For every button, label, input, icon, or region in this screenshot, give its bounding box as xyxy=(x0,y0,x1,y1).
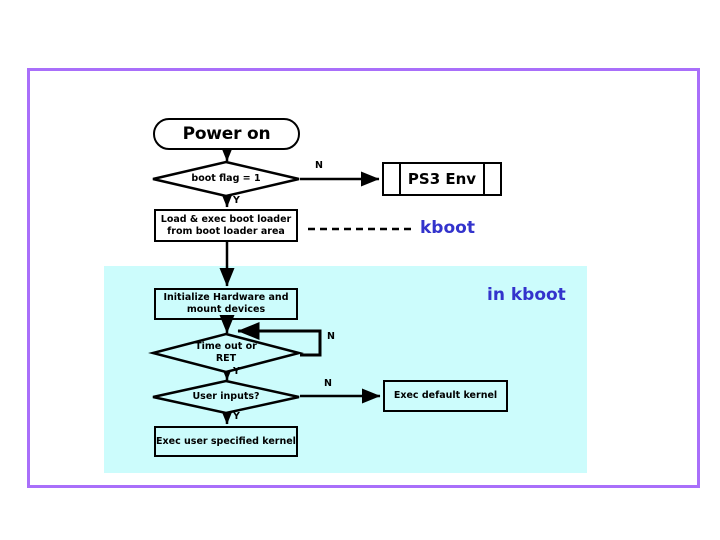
branch-label-user-inputs-yes: Y xyxy=(233,411,240,422)
annotation-in-kboot: in kboot xyxy=(487,285,566,305)
branch-label-boot-flag-yes: Y xyxy=(233,195,240,206)
kboot-scope-panel xyxy=(104,266,587,473)
node-ps3-env[interactable]: PS3 Env xyxy=(382,162,502,196)
node-boot-flag-decision[interactable]: boot flag = 1 xyxy=(152,160,300,198)
node-ps3-env-label: PS3 Env xyxy=(407,170,477,188)
branch-label-boot-flag-no: N xyxy=(315,160,323,171)
predefined-process-left-bar xyxy=(399,164,401,194)
predefined-process-right-bar xyxy=(483,164,485,194)
node-exec-default-kernel-label: Exec default kernel xyxy=(393,390,498,402)
node-load-boot-loader-label: Load & exec boot loader from boot loader… xyxy=(160,213,292,237)
slide-border-frame xyxy=(27,68,700,488)
branch-label-timeout-no: N xyxy=(327,331,335,342)
branch-label-timeout-yes: Y xyxy=(233,366,240,377)
node-exec-default-kernel[interactable]: Exec default kernel xyxy=(383,380,508,412)
node-timeout-ret-decision[interactable]: Time out or RET xyxy=(148,332,304,374)
branch-label-user-inputs-no: N xyxy=(324,378,332,389)
node-power-on-label: Power on xyxy=(182,124,271,144)
node-init-hardware-label: Initialize Hardware and mount devices xyxy=(163,292,289,315)
node-power-on[interactable]: Power on xyxy=(153,118,300,150)
node-load-boot-loader[interactable]: Load & exec boot loader from boot loader… xyxy=(154,209,298,242)
node-exec-user-kernel[interactable]: Exec user specified kernel xyxy=(154,426,298,457)
node-exec-user-kernel-label: Exec user specified kernel xyxy=(156,435,296,447)
node-user-inputs-decision[interactable]: User inputs? xyxy=(152,379,300,415)
node-init-hardware[interactable]: Initialize Hardware and mount devices xyxy=(154,288,298,320)
annotation-kboot: kboot xyxy=(420,218,475,238)
